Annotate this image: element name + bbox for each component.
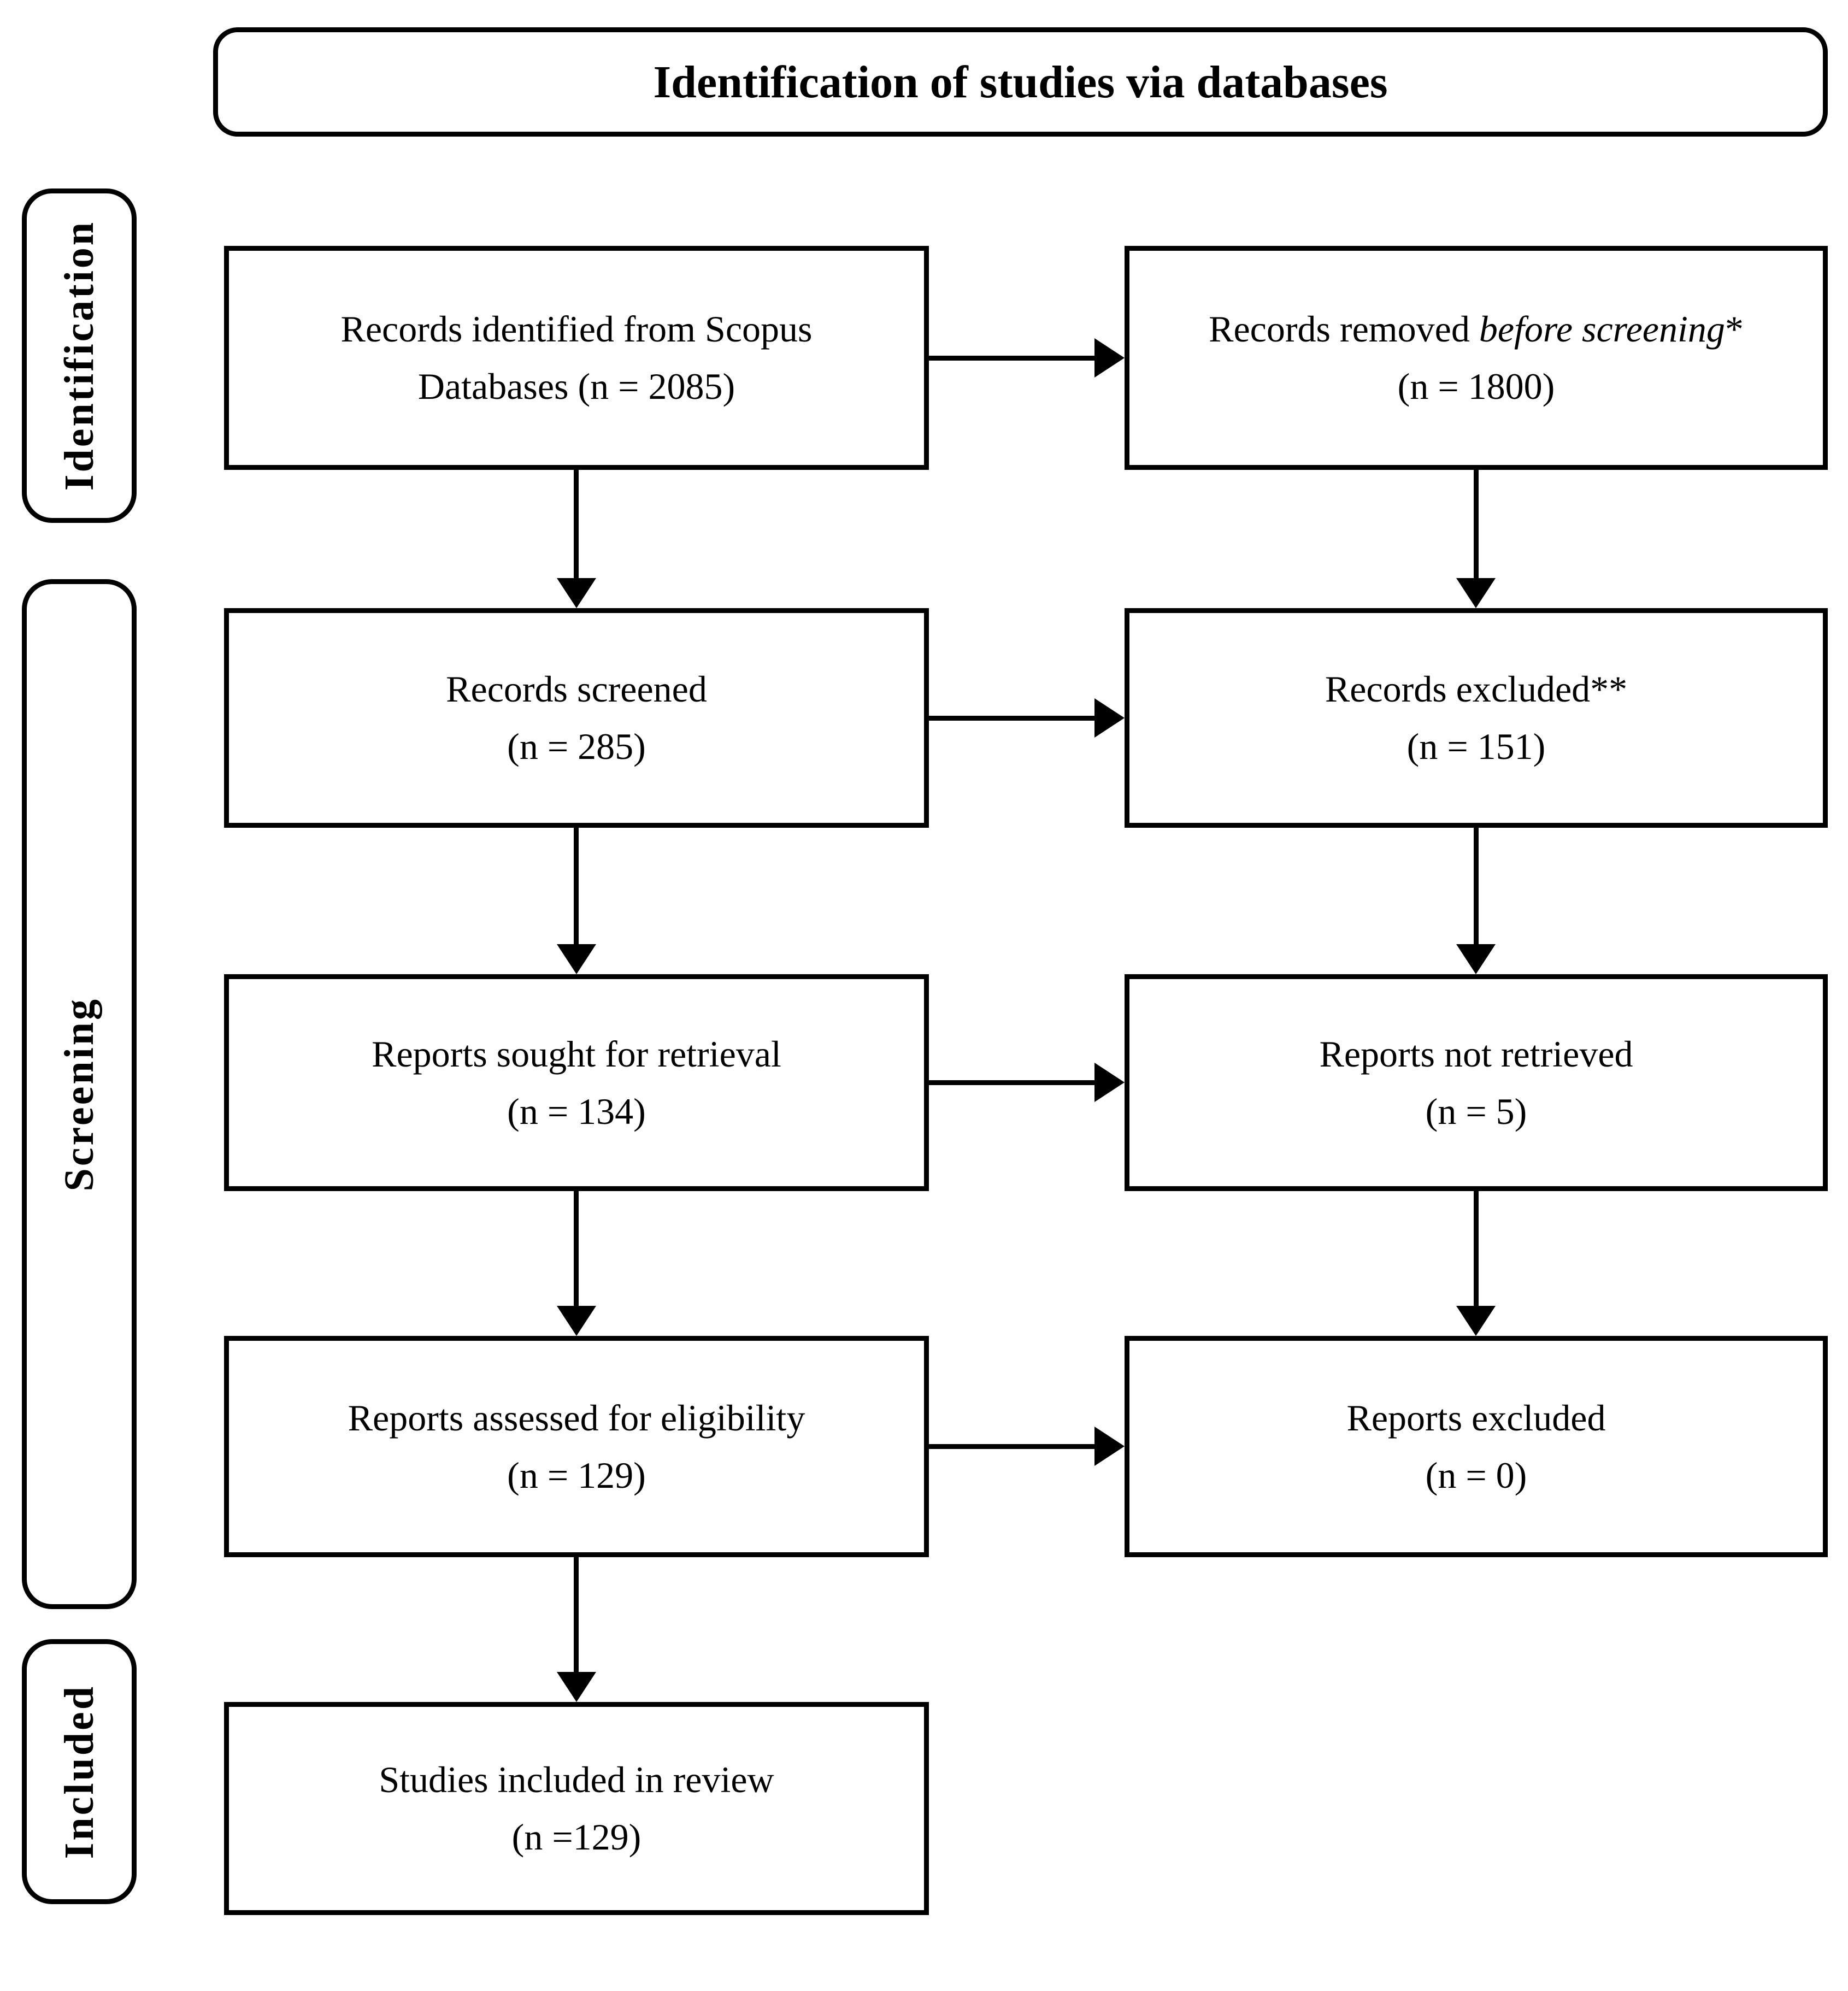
stage-identification-label: Identification xyxy=(56,220,102,491)
box-text-line1: Records excluded** xyxy=(1325,668,1628,710)
arrow-shaft-assessed-to-included xyxy=(574,1557,579,1672)
arrow-shaft-identified-to-screened xyxy=(574,470,579,578)
arrow-shaft-notretrieved-to-reportsexcluded xyxy=(1474,1191,1479,1306)
arrow-shaft-excluded-to-notretrieved xyxy=(1474,828,1479,944)
box-text-line2: (n = 1800) xyxy=(1397,366,1555,407)
box-text-line1: Reports sought for retrieval xyxy=(372,1033,781,1075)
arrowhead-right-icon xyxy=(1094,1427,1125,1466)
arrowhead-down-icon xyxy=(557,578,596,608)
stage-screening: Screening xyxy=(22,579,137,1609)
arrow-shaft-sought-to-assessed xyxy=(574,1191,579,1306)
stage-identification: Identification xyxy=(22,189,137,523)
arrowhead-down-icon xyxy=(557,1672,596,1702)
header-title: Identification of studies via databases xyxy=(653,56,1388,108)
arrow-shaft-identified-to-removed xyxy=(929,356,1094,361)
arrowhead-right-icon xyxy=(1094,338,1125,378)
box-records-screened: Records screened (n = 285) xyxy=(224,608,929,828)
box-reports-assessed: Reports assessed for eligibility (n = 12… xyxy=(224,1336,929,1557)
box-text-line1: Reports assessed for eligibility xyxy=(348,1397,805,1439)
box-records-identified: Records identified from Scopus Databases… xyxy=(224,246,929,470)
arrowhead-right-icon xyxy=(1094,1063,1125,1102)
box-text-line2: (n = 151) xyxy=(1406,726,1546,767)
box-text-line1: Reports not retrieved xyxy=(1319,1033,1633,1075)
arrow-shaft-screened-to-excluded xyxy=(929,716,1094,721)
box-studies-included: Studies included in review (n =129) xyxy=(224,1702,929,1915)
arrow-shaft-screened-to-sought xyxy=(574,828,579,944)
stage-screening-label: Screening xyxy=(56,997,102,1192)
stage-included-label: Included xyxy=(56,1684,102,1859)
box-text-line1: Studies included in review xyxy=(379,1759,774,1800)
box-text-line1: Reports excluded xyxy=(1346,1397,1606,1439)
box-text-line2: (n = 5) xyxy=(1425,1090,1527,1132)
header-banner: Identification of studies via databases xyxy=(213,27,1828,137)
box-text-line2: (n = 0) xyxy=(1425,1454,1527,1496)
arrow-shaft-removed-to-excluded xyxy=(1474,470,1479,578)
box-text-line2: (n = 134) xyxy=(507,1090,646,1132)
arrow-shaft-assessed-to-excluded xyxy=(929,1444,1094,1449)
arrowhead-down-icon xyxy=(557,1306,596,1336)
box-reports-excluded: Reports excluded (n = 0) xyxy=(1125,1336,1828,1557)
box-text-line1: Records removed before screening* xyxy=(1209,301,1744,358)
stage-included: Included xyxy=(22,1639,137,1904)
arrowhead-down-icon xyxy=(1456,944,1496,974)
box-reports-sought: Reports sought for retrieval (n = 134) xyxy=(224,974,929,1191)
box-records-removed: Records removed before screening* (n = 1… xyxy=(1125,246,1828,470)
box-text-line2: Databases (n = 2085) xyxy=(417,366,735,407)
arrowhead-right-icon xyxy=(1094,698,1125,738)
arrowhead-down-icon xyxy=(1456,1306,1496,1336)
text-prefix: Records removed xyxy=(1209,308,1479,350)
text-suffix: * xyxy=(1725,308,1744,350)
box-text-line1: Records screened xyxy=(446,668,707,710)
box-records-excluded: Records excluded** (n = 151) xyxy=(1125,608,1828,828)
box-text-line1: Records identified from Scopus xyxy=(340,308,813,350)
box-text-line2: (n = 285) xyxy=(507,726,646,767)
box-text-line2: (n = 129) xyxy=(507,1454,646,1496)
box-text-line2: (n =129) xyxy=(511,1816,641,1858)
arrowhead-down-icon xyxy=(557,944,596,974)
text-italic: before screening xyxy=(1479,308,1725,350)
arrow-shaft-sought-to-notretrieved xyxy=(929,1080,1094,1085)
arrowhead-down-icon xyxy=(1456,578,1496,608)
box-reports-not-retrieved: Reports not retrieved (n = 5) xyxy=(1125,974,1828,1191)
